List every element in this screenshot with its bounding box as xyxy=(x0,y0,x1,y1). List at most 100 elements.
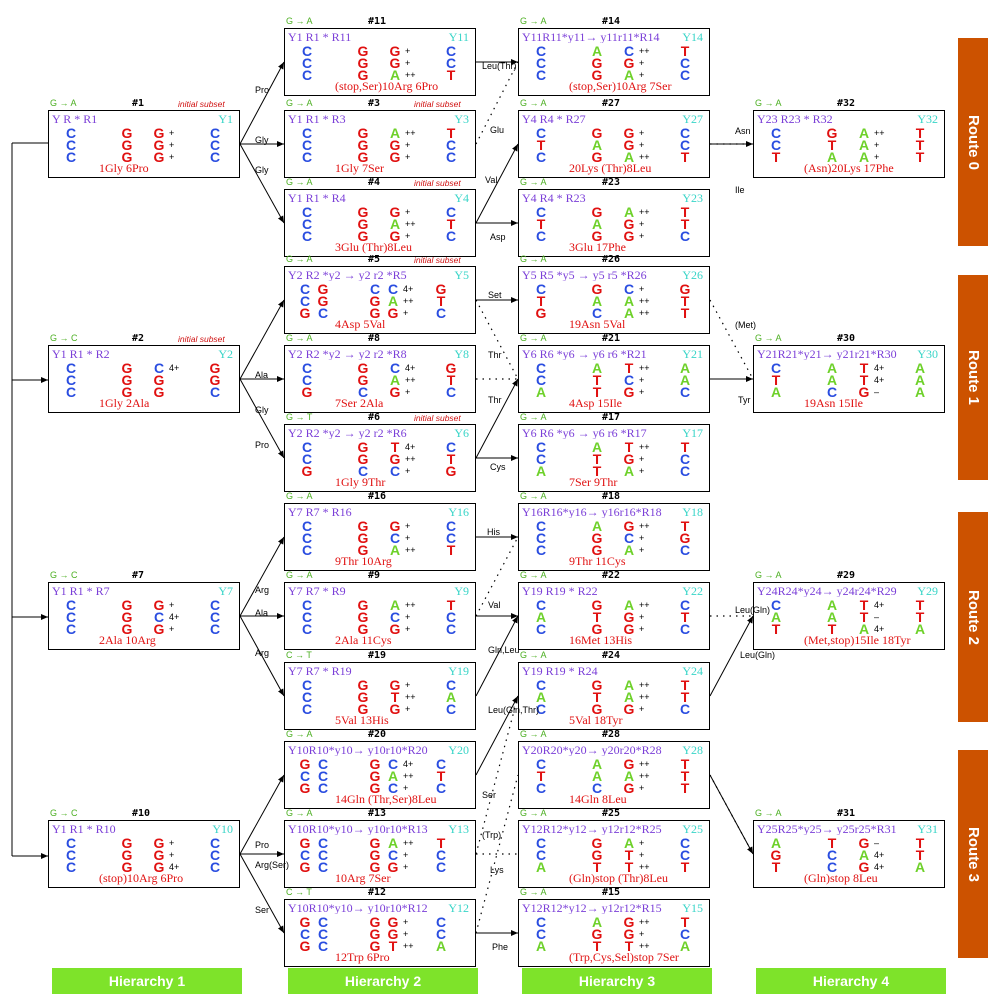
node-id: #12 xyxy=(368,887,387,898)
mutation-label: G → A xyxy=(286,729,313,739)
node-header-motif: Y4 R4 * R27 xyxy=(522,112,586,125)
pairing-mark: + xyxy=(639,375,645,385)
node-header-tail: Y17 xyxy=(682,426,703,439)
node-header-motif: Y20R20*y20→ y20r20*R28 xyxy=(522,743,662,756)
mutation-label: C → T xyxy=(286,887,312,897)
node-header-tail: Y26 xyxy=(682,268,703,281)
node-header-motif: Y1 R1 * R10 xyxy=(52,822,116,835)
node-caption: 14Gln 8Leu xyxy=(569,792,627,806)
node-header-motif: Y7 R7 * R16 xyxy=(288,505,352,518)
edge-amino-acid-label: Gly xyxy=(255,405,269,415)
mutation-label: G → A xyxy=(520,333,547,343)
edge-amino-acid-label: Cys xyxy=(490,462,506,472)
node-caption: 1Gly 2Ala xyxy=(99,396,150,410)
mutation-label: G → A xyxy=(520,177,547,187)
node-caption: (Asn)20Lys 17Phe xyxy=(804,161,894,175)
edge-amino-acid-label: Thr xyxy=(488,395,502,405)
route-0-label: Route 0 xyxy=(958,38,988,246)
edge-arrow xyxy=(475,615,519,697)
initial-subset-label: initial subset xyxy=(414,413,461,423)
pairing-mark: + xyxy=(405,624,411,634)
node-header-tail: Y31 xyxy=(917,822,938,835)
node-header-tail: Y25 xyxy=(682,822,703,835)
pairing-mark: ++ xyxy=(405,545,416,555)
pairing-mark: ++ xyxy=(403,941,414,951)
node-id: #2 xyxy=(132,333,145,344)
node-caption: 12Trp 6Pro xyxy=(335,950,390,964)
pairing-marks: +++++ xyxy=(639,916,650,952)
mutation-label: G → A xyxy=(520,98,547,108)
node-header-motif: Y19 R19 * R24 xyxy=(522,664,598,677)
mutation-label: C → T xyxy=(286,650,312,660)
pairing-mark: 4+ xyxy=(405,363,416,373)
pairing-mark: + xyxy=(169,128,175,138)
pairing-mark: + xyxy=(169,152,175,162)
pairing-marks: 4++++ xyxy=(405,362,416,398)
node-id: #6 xyxy=(368,412,381,423)
dotted-connector xyxy=(709,299,754,380)
pairing-mark: + xyxy=(874,140,880,150)
pairing-mark: + xyxy=(639,838,645,848)
node-header-tail: Y28 xyxy=(682,743,703,756)
node-caption: 7Ser 2Ala xyxy=(335,396,384,410)
pairing-mark: ++ xyxy=(403,838,414,848)
node-header-motif: Y16R16*y16→ y16r16*R18 xyxy=(522,505,662,518)
pairing-mark: + xyxy=(639,387,645,397)
pairing-marks: ++++ xyxy=(405,127,416,163)
node-header-motif: Y6 R6 *y6 → y6 r6 *R17 xyxy=(522,426,647,439)
pairing-mark: ++ xyxy=(639,941,650,951)
pairing-marks: +++ xyxy=(169,127,174,163)
node-id: #20 xyxy=(368,729,387,740)
node-header-motif: Y25R25*y25→ y25r25*R31 xyxy=(757,822,897,835)
pairing-mark: + xyxy=(169,850,175,860)
node-header-motif: Y2 R2 *y2 → y2 r2 *R5 xyxy=(288,268,407,281)
pairing-mark: ++ xyxy=(639,152,650,162)
edge-arrow xyxy=(709,774,754,855)
mutation-label: G → A xyxy=(755,333,782,343)
node-header-motif: Y23 R23 * R32 xyxy=(757,112,833,125)
node-id: #25 xyxy=(602,808,621,819)
mutation-label: G → A xyxy=(286,254,313,264)
pairing-mark: ++ xyxy=(639,759,650,769)
edge-arrow xyxy=(239,143,285,224)
pairing-mark: + xyxy=(639,219,645,229)
pairing-mark: + xyxy=(403,929,409,939)
